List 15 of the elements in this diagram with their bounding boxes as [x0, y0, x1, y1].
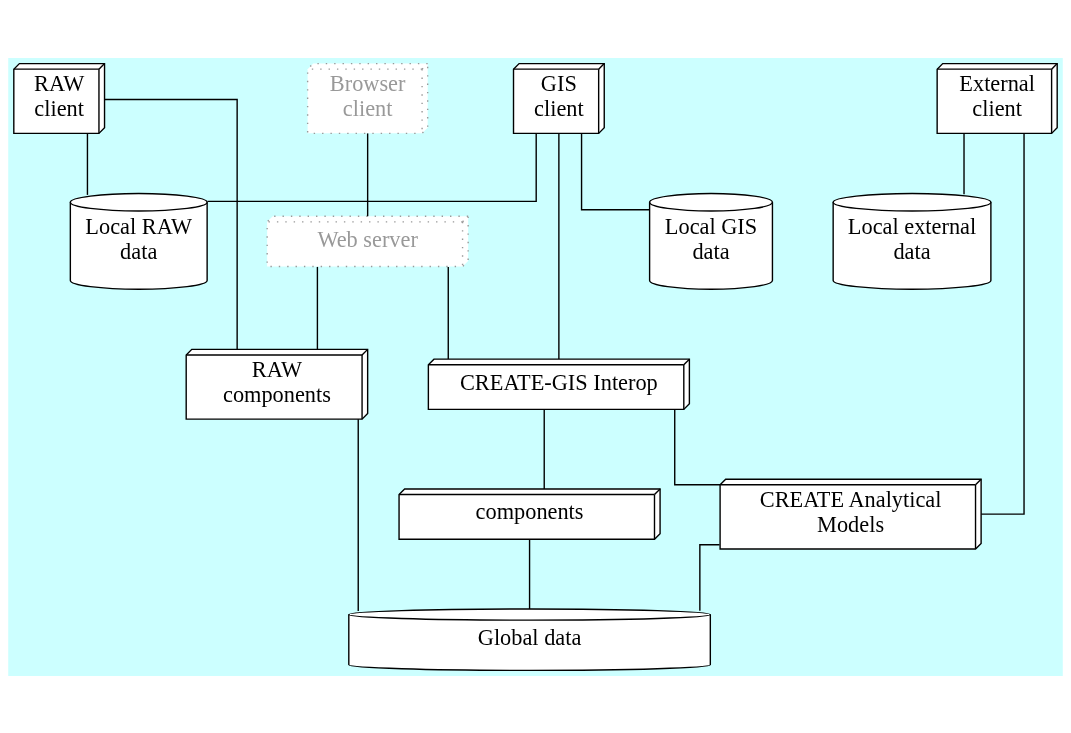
connector	[699, 543, 721, 611]
connector	[674, 408, 721, 485]
connector	[357, 418, 359, 612]
connector	[86, 132, 89, 196]
connector	[316, 265, 319, 350]
connector	[103, 98, 238, 350]
connector	[580, 132, 651, 210]
connector	[963, 132, 965, 195]
connector	[543, 408, 545, 490]
connector	[980, 132, 1025, 515]
connector	[528, 538, 531, 610]
connector	[206, 132, 537, 202]
connector	[447, 265, 449, 360]
connector	[558, 132, 560, 360]
connector	[366, 132, 369, 217]
